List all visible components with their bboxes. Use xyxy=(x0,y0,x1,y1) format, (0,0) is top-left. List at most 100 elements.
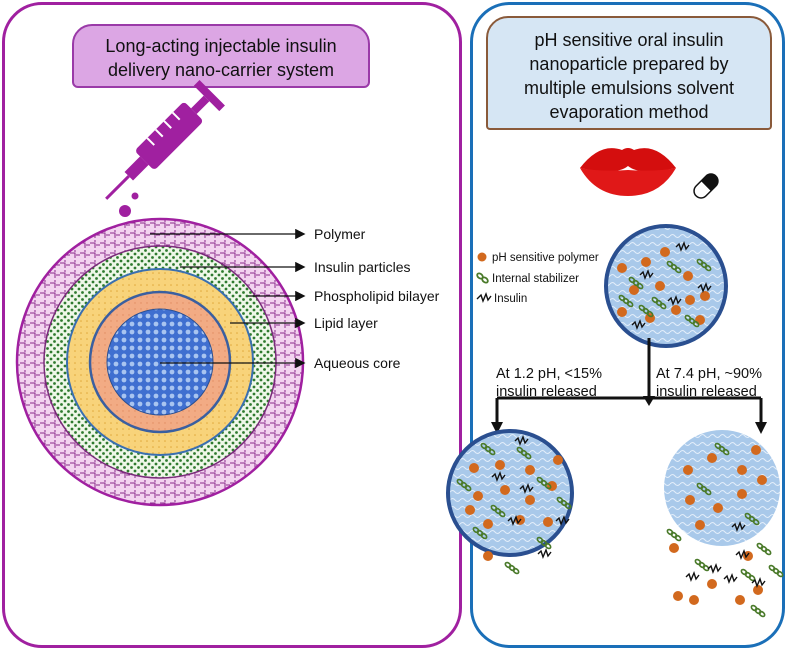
insulin-molecule xyxy=(639,269,654,280)
stabilizer-particle xyxy=(768,564,784,578)
stabilizer-particle xyxy=(472,526,488,540)
left-panel-title: Long-acting injectable insulin delivery … xyxy=(72,24,370,88)
stabilizer-particle xyxy=(740,568,756,582)
layer-label-phospholipid-bilayer: Phospholipid bilayer xyxy=(314,288,440,304)
layer-label-polymer: Polymer xyxy=(314,226,366,242)
polymer-particle xyxy=(473,491,483,501)
polymer-particle xyxy=(707,453,717,463)
right-panel-title: pH sensitive oral insulin nanoparticle p… xyxy=(486,16,772,130)
polymer-particle xyxy=(525,465,535,475)
stabilizer-particle xyxy=(651,296,667,310)
polymer-particle xyxy=(695,315,705,325)
insulin-molecule xyxy=(491,471,506,482)
polymer-particle xyxy=(757,475,767,485)
intact-nanoparticle xyxy=(604,224,728,348)
polymer-particle xyxy=(655,281,665,291)
layer-label-aqueous-core: Aqueous core xyxy=(314,355,401,371)
insulin-molecule xyxy=(735,549,750,560)
polymer-particle xyxy=(751,445,761,455)
stabilizer-particle xyxy=(536,536,552,550)
condition-low-line-1: At 1.2 pH, <15% xyxy=(496,366,602,382)
polymer-particle xyxy=(689,595,699,605)
polymer-particle xyxy=(483,519,493,529)
lips-icon xyxy=(580,148,676,196)
legend-insulin-label: Insulin xyxy=(494,293,527,305)
layer-label-lipid-layer: Lipid layer xyxy=(314,315,378,331)
condition-high-line-2: insulin released xyxy=(656,384,757,400)
polymer-particle xyxy=(543,517,553,527)
polymer-particle xyxy=(683,465,693,475)
polymer-particle xyxy=(673,591,683,601)
stabilizer-particle xyxy=(490,504,506,518)
insulin-molecule xyxy=(731,521,746,532)
stabilizer-particle xyxy=(638,304,654,318)
polymer-particle xyxy=(671,305,681,315)
polymer-particle xyxy=(700,291,710,301)
left-title-line-1: Long-acting injectable insulin xyxy=(105,36,337,56)
polymer-particle xyxy=(495,460,505,470)
stabilizer-particle xyxy=(504,561,520,575)
polymer-particle xyxy=(669,543,679,553)
legend-polymer-label: pH sensitive polymer xyxy=(492,252,599,264)
stabilizer-particle xyxy=(750,604,766,618)
polymer-particle xyxy=(641,257,651,267)
right-title-line-1: pH sensitive oral insulin xyxy=(534,30,724,50)
polymer-particle xyxy=(707,579,717,589)
polymer-particle xyxy=(465,505,475,515)
insulin-molecule xyxy=(723,573,738,584)
stabilizer-particle xyxy=(744,512,760,526)
polymer-particle xyxy=(685,495,695,505)
stabilizer-particle xyxy=(714,442,730,456)
polymer-particle xyxy=(469,463,479,473)
condition-low-line-2: insulin released xyxy=(496,384,597,400)
polymer-particle xyxy=(737,489,747,499)
stabilizer-particle xyxy=(516,446,532,460)
nano-carrier xyxy=(15,217,305,507)
condition-high-line-1: At 7.4 pH, ~90% xyxy=(656,366,762,382)
polymer-particle xyxy=(483,551,493,561)
legend-stabilizer-label: Internal stabilizer xyxy=(492,273,579,285)
legend-stabilizer-icon xyxy=(476,272,489,284)
polymer-particle xyxy=(753,585,763,595)
polymer-particle xyxy=(553,455,563,465)
insulin-molecule xyxy=(751,577,766,588)
branch-arrowheads xyxy=(491,396,767,434)
low-ph-nanoparticle-contents xyxy=(456,435,572,575)
stabilizer-particle xyxy=(694,558,710,572)
insulin-molecule xyxy=(555,515,570,526)
left-title-line-2: delivery nano-carrier system xyxy=(107,60,335,80)
polymer-particle xyxy=(660,247,670,257)
stabilizer-particle xyxy=(666,260,682,274)
polymer-particle xyxy=(547,481,557,491)
polymer-particle xyxy=(617,307,627,317)
insulin-molecule xyxy=(631,319,646,330)
aqueous-core xyxy=(106,308,214,416)
right-title-line-3: multiple emulsions solvent xyxy=(523,78,735,98)
insulin-molecule xyxy=(667,295,682,306)
insulin-molecule xyxy=(707,563,722,574)
branch-arrows xyxy=(495,338,763,424)
polymer-particle xyxy=(500,485,510,495)
insulin-molecule xyxy=(697,282,712,293)
stabilizer-particle xyxy=(618,294,634,308)
polymer-particle xyxy=(617,263,627,273)
stabilizer-particle xyxy=(696,482,712,496)
high-ph-nanoparticle-contents xyxy=(666,442,784,618)
polymer-particle xyxy=(525,495,535,505)
layer-pointers xyxy=(150,228,306,369)
polymer-particle xyxy=(713,503,723,513)
polymer-particle xyxy=(737,465,747,475)
polymer-particle xyxy=(695,520,705,530)
stabilizer-particle xyxy=(666,528,682,542)
layer-label-insulin-particles: Insulin particles xyxy=(314,259,411,275)
polymer-particle xyxy=(683,271,693,281)
capsule-icon xyxy=(693,173,719,199)
stabilizer-particle xyxy=(480,442,496,456)
insulin-molecule xyxy=(507,515,522,526)
intact-nanoparticle-contents xyxy=(617,241,712,330)
insulin-molecule xyxy=(685,571,700,582)
legend-insulin-icon xyxy=(476,292,492,303)
polymer-particle xyxy=(629,285,639,295)
insulin-molecule xyxy=(537,548,552,559)
